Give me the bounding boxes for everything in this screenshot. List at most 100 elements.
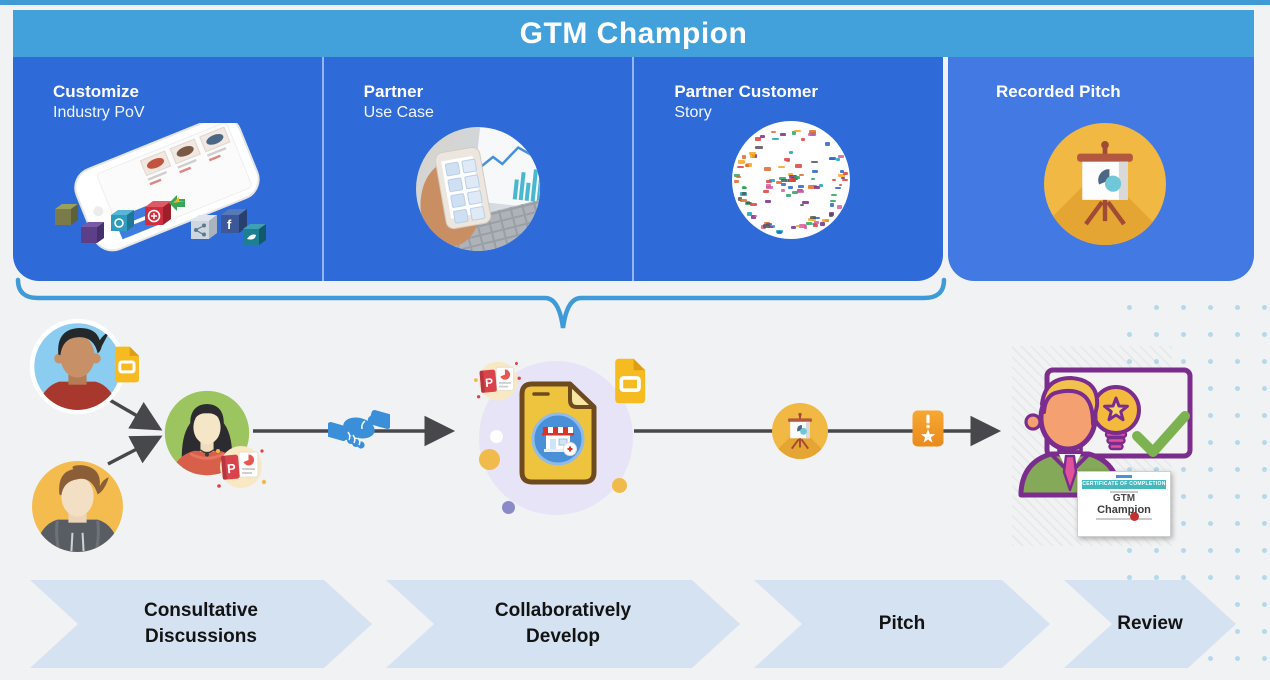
- logo-speck: [794, 164, 803, 168]
- logo-speck: [813, 224, 819, 227]
- google-slides-icon: [615, 358, 646, 404]
- logo-speck: [790, 225, 797, 230]
- decor-dot-yellow: [612, 478, 627, 493]
- certificate-ribbon: CERTIFICATE OF COMPLETION: [1082, 480, 1166, 489]
- logo-speck: [809, 215, 817, 219]
- certificate-title-line2: Champion: [1097, 503, 1151, 516]
- presentation-easel-icon: [1044, 123, 1166, 245]
- logo-speck: [828, 157, 836, 161]
- logo-speck: [768, 226, 773, 229]
- powerpoint-icon: P: [216, 446, 267, 488]
- logo-speck: [781, 183, 786, 187]
- logo-speck: [779, 176, 786, 180]
- logo-speck: [734, 173, 741, 177]
- top-accent-bar: [0, 0, 1270, 5]
- logo-speck: [806, 221, 813, 225]
- logo-speck: [798, 224, 806, 229]
- logo-speck: [764, 221, 771, 225]
- logo-speck: [829, 203, 834, 208]
- logo-speck: [836, 204, 843, 209]
- logo-speck: [795, 224, 800, 228]
- logo-speck: [765, 200, 771, 203]
- ecommerce-phone-illustration: f: [55, 123, 266, 252]
- logo-speck: [749, 151, 756, 155]
- logo-speck: [841, 176, 845, 180]
- customer-logos-collage: [732, 121, 851, 239]
- logo-speck: [776, 230, 782, 234]
- logo-speck: [835, 158, 841, 161]
- decor-dot-purple: [502, 501, 515, 514]
- logo-speck: [770, 131, 776, 134]
- logo-speck: [746, 212, 753, 216]
- logo-speck: [745, 201, 751, 204]
- social-cubes: [55, 204, 78, 225]
- panel-partner-customer: Partner Customer Story: [632, 57, 943, 281]
- logo-speck: [794, 130, 802, 133]
- certificate-seal: [1130, 512, 1139, 521]
- process-step-pitch: Pitch: [754, 580, 1050, 668]
- powerpoint-icon: P: [474, 361, 521, 401]
- logo-speck: [812, 170, 818, 173]
- certificate-text-line: [1110, 491, 1138, 493]
- checkmark-icon: [1132, 411, 1190, 457]
- logo-speck: [787, 173, 793, 177]
- logo-speck: [762, 189, 769, 193]
- logo-speck: [744, 163, 749, 168]
- logo-speck: [800, 137, 805, 141]
- logo-speck: [825, 142, 830, 146]
- logo-speck: [777, 165, 785, 169]
- logo-speck: [742, 191, 746, 196]
- logo-speck: [776, 180, 782, 185]
- svg-text:P: P: [485, 375, 494, 390]
- logo-speck: [780, 189, 785, 193]
- panel-title: Recorded Pitch: [996, 82, 1121, 101]
- logo-speck: [786, 159, 791, 163]
- logo-speck: [789, 175, 797, 178]
- logo-speck: [772, 137, 780, 140]
- logo-speck: [742, 185, 747, 189]
- process-step-label: Collaboratively Develop: [494, 600, 632, 647]
- marketplace-document-icon: [519, 381, 597, 485]
- logo-speck: [828, 213, 834, 217]
- handshake-icon: [328, 409, 390, 449]
- panel-customize: Customize Industry PoV: [13, 57, 322, 281]
- panel-title: Partner Customer: [674, 82, 818, 101]
- decor-dot-white: [490, 430, 503, 443]
- presentation-easel-icon: [772, 403, 828, 459]
- process-step-label: Consultative Discussions: [143, 600, 259, 647]
- google-slides-icon: [114, 346, 139, 383]
- process-step-collaboratively-develop: Collaboratively Develop: [386, 580, 740, 668]
- logo-speck: [808, 129, 817, 134]
- logo-speck: [839, 169, 845, 173]
- logo-speck: [750, 203, 757, 207]
- logo-speck: [814, 221, 820, 225]
- logo-speck: [842, 172, 849, 175]
- logo-speck: [838, 183, 843, 186]
- svg-text:P: P: [226, 461, 236, 477]
- logo-speck: [785, 193, 791, 197]
- logo-speck: [762, 224, 770, 228]
- logo-speck: [750, 153, 755, 158]
- process-step-consultative-discussions: Consultative Discussions: [30, 580, 372, 668]
- logo-speck: [832, 178, 836, 181]
- logo-speck: [831, 194, 837, 197]
- avatar-man-1: [29, 318, 126, 415]
- logo-speck: [789, 177, 797, 182]
- logo-speck: [818, 184, 823, 187]
- certificate-logo: [1116, 475, 1132, 478]
- panel-partner: Partner Use Case: [321, 57, 633, 281]
- logo-speck: [798, 173, 805, 176]
- logo-speck: [835, 186, 842, 190]
- logo-speck: [819, 222, 826, 226]
- logo-speck: [830, 199, 836, 203]
- gtm-champion-certificate: CERTIFICATE OF COMPLETION GTM Champion: [1077, 471, 1171, 537]
- header-banner: GTM Champion: [13, 10, 1254, 57]
- logo-speck: [797, 189, 804, 194]
- logo-speck: [808, 185, 815, 189]
- svg-text:f: f: [227, 217, 232, 232]
- avatar-man-2: [32, 461, 123, 552]
- logo-speck: [736, 176, 742, 179]
- logo-speck: [808, 218, 816, 221]
- logo-speck: [791, 190, 798, 195]
